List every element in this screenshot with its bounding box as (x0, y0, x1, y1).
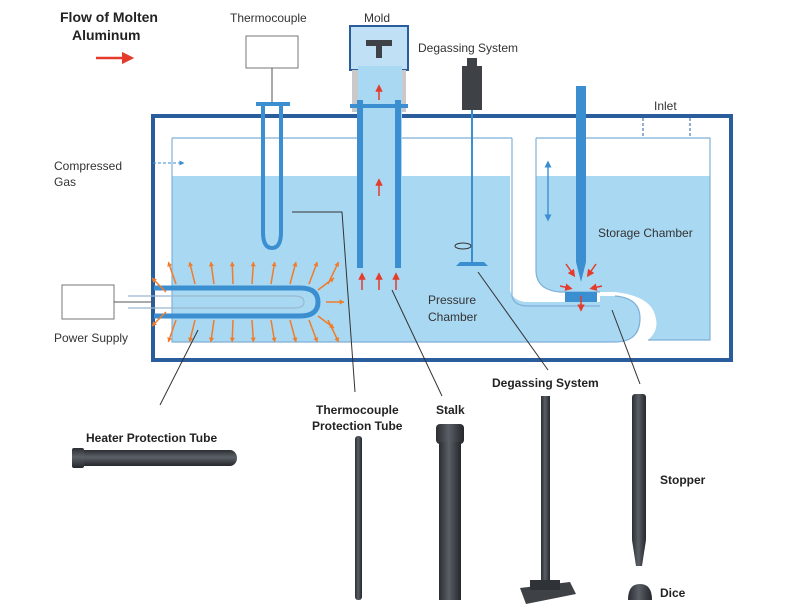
mold-cavity (366, 40, 392, 58)
legend-title-line1: Flow of Molten (60, 9, 158, 25)
leader-heater (159, 329, 199, 406)
heat-ray-head (208, 262, 215, 267)
label-pressure-chamber-2: Chamber (428, 310, 477, 324)
dice-photo (628, 584, 652, 600)
leader-degassing (477, 271, 549, 371)
thermocouple-head (245, 35, 299, 69)
label-inlet: Inlet (654, 99, 677, 113)
heat-ray-head (334, 337, 340, 342)
part-thermocouple-tube-1: Thermocouple (316, 403, 399, 417)
stopper-rod-sectional (576, 86, 586, 282)
part-photos (72, 394, 652, 604)
label-power-supply: Power Supply (54, 331, 128, 345)
pressure-chamber-wall (171, 138, 641, 343)
flow-arrow-icon (589, 283, 603, 291)
stalk-interior (358, 66, 402, 268)
label-thermocouple: Thermocouple (230, 11, 307, 25)
part-stalk: Stalk (436, 403, 465, 417)
part-stopper: Stopper (660, 473, 706, 487)
leader-stopper (611, 309, 641, 385)
heat-ray-head (334, 262, 340, 267)
label-degassing-system: Degassing System (418, 41, 518, 55)
channel-wall-right (535, 138, 600, 293)
power-supply-box (61, 284, 115, 320)
degassing-motor-cap (467, 58, 477, 68)
legend-title-line2: Aluminum (72, 27, 140, 43)
heat-ray-head (208, 337, 215, 342)
heat-ray-head (292, 262, 298, 267)
legend: Flow of Molten Aluminum (60, 9, 158, 65)
flow-arrow-icon (559, 283, 573, 291)
leader-lines (159, 211, 641, 406)
label-compressed-gas-2: Gas (54, 175, 76, 189)
heater-protection-tube-sectional (154, 285, 321, 319)
heat-ray-head (152, 321, 157, 326)
heat-ray-head (313, 262, 319, 267)
label-compressed-gas-1: Compressed (54, 159, 122, 173)
heat-ray-head (250, 337, 256, 342)
flow-arrow-icon (586, 263, 597, 278)
channel-wall-left (511, 138, 600, 307)
heat-ray-head (292, 337, 298, 342)
heat-ray-head (250, 262, 256, 267)
heat-ray-head (329, 323, 334, 328)
label-storage-chamber: Storage Chamber (598, 226, 693, 240)
degassing-assembly (454, 58, 488, 266)
label-pressure-chamber-1: Pressure (428, 293, 476, 307)
heat-ray-head (188, 262, 194, 267)
thermocouple-assembly (245, 35, 299, 251)
heat-ray-head (271, 262, 277, 267)
heat-ray-head (152, 278, 157, 283)
leader-stalk (391, 289, 443, 397)
part-degassing-system: Degassing System (492, 376, 599, 390)
degassing-system-photo (520, 396, 576, 604)
heat-ray-head (229, 337, 235, 342)
thermocouple-protection-tube-sectional (261, 104, 283, 251)
stalk-photo (436, 424, 464, 600)
stopper-photo (632, 394, 646, 566)
heat-ray-head (313, 337, 319, 342)
degassing-rotor (456, 262, 488, 266)
heat-ray-head (167, 337, 173, 342)
label-mold: Mold (364, 11, 390, 25)
part-labels: Heater Protection Tube Thermocouple Prot… (86, 376, 706, 600)
rotation-icon (454, 242, 472, 250)
heater-assembly (61, 284, 321, 320)
heat-ray-head (339, 299, 344, 305)
part-heater-protection-tube: Heater Protection Tube (86, 431, 217, 445)
heat-ray-head (188, 337, 194, 342)
thermocouple-protection-tube-photo (355, 436, 362, 600)
tank-outer-wall (151, 114, 733, 362)
heat-ray-head (271, 337, 277, 342)
stopper-assembly (559, 86, 603, 312)
storage-chamber-wall (536, 137, 711, 341)
heat-ray-head (167, 262, 173, 267)
part-thermocouple-tube-2: Protection Tube (312, 419, 403, 433)
molten-aluminum-pressure (172, 176, 640, 342)
mold-stalk-assembly (349, 25, 409, 290)
leader-thermocouple (292, 211, 356, 393)
heat-radiation (151, 261, 344, 343)
heat-ray-head (329, 278, 334, 283)
heat-ray-head (229, 262, 235, 267)
flow-arrow-icon (565, 263, 576, 278)
part-dice: Dice (660, 586, 686, 600)
diagram-labels: Thermocouple Mold Degassing System Inlet… (54, 11, 693, 345)
heater-protection-tube-photo (72, 448, 237, 468)
degassing-motor (462, 66, 482, 110)
heater-element (128, 295, 305, 309)
